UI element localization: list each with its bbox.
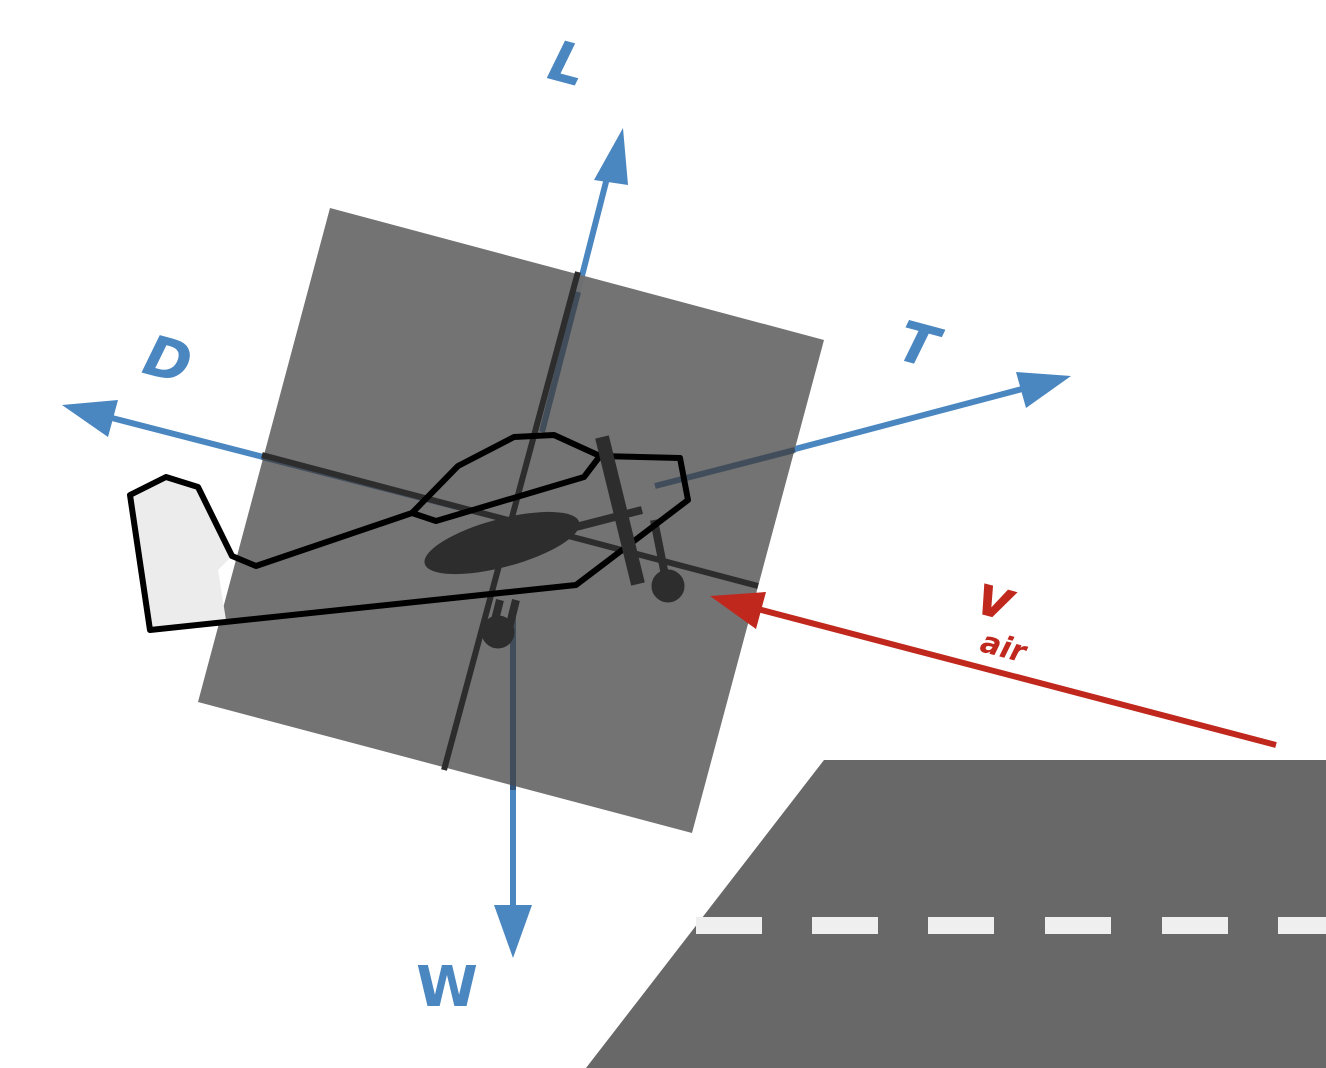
runway xyxy=(586,760,1326,1068)
force-arrowheads xyxy=(62,128,1071,958)
airspeed-label-main: v xyxy=(969,563,1023,636)
lift-arrowhead xyxy=(594,128,628,185)
fuselage-outline xyxy=(127,432,691,633)
wing xyxy=(424,511,580,575)
drag-label: D xyxy=(137,323,199,398)
thrust-arrowhead xyxy=(1016,372,1071,408)
landing-gear xyxy=(481,519,685,649)
thrust-label: T xyxy=(891,309,948,383)
airplane xyxy=(127,432,691,649)
airspeed-label: v air xyxy=(969,563,1032,671)
runway-surface xyxy=(586,760,1326,1068)
airspeed-arrowhead xyxy=(710,592,766,629)
nose-wheel xyxy=(651,569,685,603)
drag-arrowhead xyxy=(62,400,118,437)
weight-arrowhead xyxy=(494,905,532,958)
propeller xyxy=(595,435,645,586)
airspeed-line xyxy=(749,604,1277,748)
lift-label: L xyxy=(542,28,593,100)
main-wheel xyxy=(481,615,515,649)
runway-centerline xyxy=(696,917,1326,934)
canopy-line xyxy=(411,454,603,524)
wing-strut xyxy=(571,506,643,532)
weight-label: W xyxy=(416,955,478,1020)
airspeed-label-subscript: air xyxy=(977,625,1032,671)
tail-fin xyxy=(130,477,232,630)
airspeed-vector xyxy=(710,592,1277,748)
